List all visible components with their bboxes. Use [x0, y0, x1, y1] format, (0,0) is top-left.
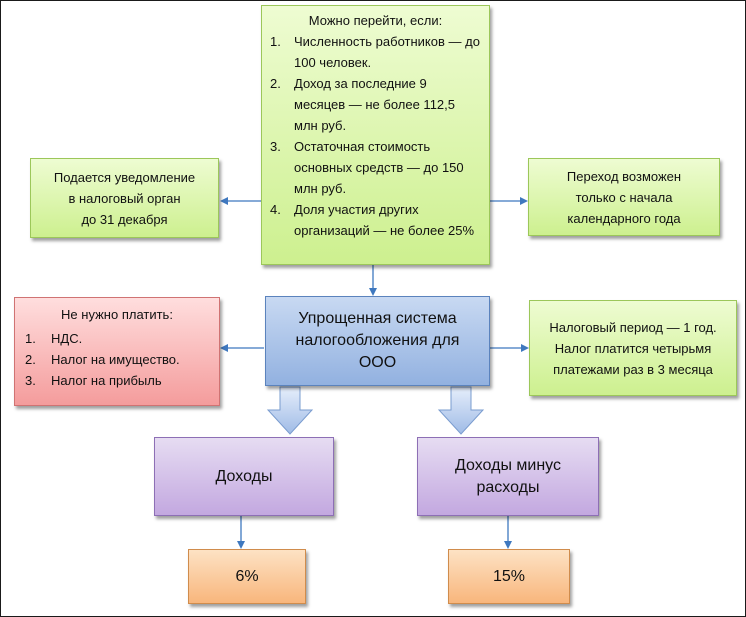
system-line: ООО — [358, 354, 397, 371]
transition-line: только с начала — [575, 189, 673, 205]
income-minus-line: расходы — [476, 478, 540, 496]
income-box: Доходы — [154, 437, 334, 516]
rate-income-minus-box: 15% — [448, 549, 570, 604]
income-label: Доходы — [215, 467, 273, 485]
block-arrow-to-income-minus — [437, 386, 485, 435]
no-pay-item-text: Налог на имущество. — [51, 352, 180, 367]
no-pay-item-text: Налог на прибыль — [51, 373, 162, 388]
criteria-item: 4. Доля участия других организаций — не б… — [270, 199, 481, 241]
criteria-item-text: Доля участия других организаций — не бол… — [294, 202, 475, 238]
no-pay-box: Не нужно платить: 1. НДС. 2. Налог на имущ… — [14, 297, 220, 406]
transition-line: календарного года — [567, 210, 681, 226]
tax-period-box: Налоговый период — 1 год. Налог платится… — [529, 300, 737, 396]
criteria-item: 2. Доход за последние 9 месяцев — не боле… — [270, 73, 481, 136]
transition-line: Переход возможен — [566, 168, 682, 184]
notice-line: до 31 декабря — [81, 211, 168, 227]
income-minus-expenses-box: Доходы минус расходы — [417, 437, 599, 516]
no-pay-item-text: НДС. — [51, 331, 83, 346]
criteria-item-number: 4. — [270, 202, 281, 217]
no-pay-item: 3. Налог на прибыль — [25, 370, 209, 391]
rate-income-box: 6% — [188, 549, 306, 604]
usn-system-box: Упрощенная система налогообложения для О… — [265, 296, 490, 386]
system-line: Упрощенная система — [298, 310, 457, 327]
criteria-list: 1. Численность работников — до 100 челове… — [270, 31, 481, 241]
notice-line: в налоговый орган — [68, 190, 181, 206]
no-pay-item: 1. НДС. — [25, 328, 209, 349]
no-pay-item: 2. Налог на имущество. — [25, 349, 209, 370]
rate-income-minus-label: 15% — [492, 567, 526, 585]
no-pay-item-number: 1. — [25, 331, 36, 346]
period-line: Налоговый период — 1 год. — [549, 319, 717, 335]
criteria-item-text: Остаточная стоимость основных средств — … — [294, 139, 464, 196]
notice-box: Подается уведомление в налоговый орган д… — [30, 158, 219, 238]
notice-line: Подается уведомление — [53, 169, 196, 185]
period-line: платежами раз в 3 месяца — [553, 361, 713, 377]
criteria-heading: Можно перейти, если: — [308, 13, 443, 28]
criteria-item-number: 1. — [270, 34, 281, 49]
no-pay-item-number: 2. — [25, 352, 36, 367]
no-pay-item-number: 3. — [25, 373, 36, 388]
rate-income-label: 6% — [235, 567, 259, 585]
no-pay-list: 1. НДС. 2. Налог на имущество. 3. Налог на … — [25, 328, 209, 391]
criteria-item: 1. Численность работников — до 100 челове… — [270, 31, 481, 73]
transition-box: Переход возможен только с начала календа… — [528, 158, 720, 236]
criteria-item-text: Доход за последние 9 месяцев — не более … — [294, 76, 456, 133]
period-line: Налог платится четырьмя — [554, 340, 712, 356]
criteria-item-number: 3. — [270, 139, 281, 154]
block-arrow-to-income — [266, 386, 314, 435]
system-line: налогообложения для — [295, 332, 460, 349]
criteria-item-text: Численность работников — до 100 человек. — [294, 34, 480, 70]
criteria-box: Можно перейти, если: 1. Численность работ… — [261, 5, 490, 265]
no-pay-heading: Не нужно платить: — [61, 307, 173, 322]
income-minus-line: Доходы минус — [455, 456, 561, 474]
criteria-item-number: 2. — [270, 76, 281, 91]
criteria-item: 3. Остаточная стоимость основных средств … — [270, 136, 481, 199]
